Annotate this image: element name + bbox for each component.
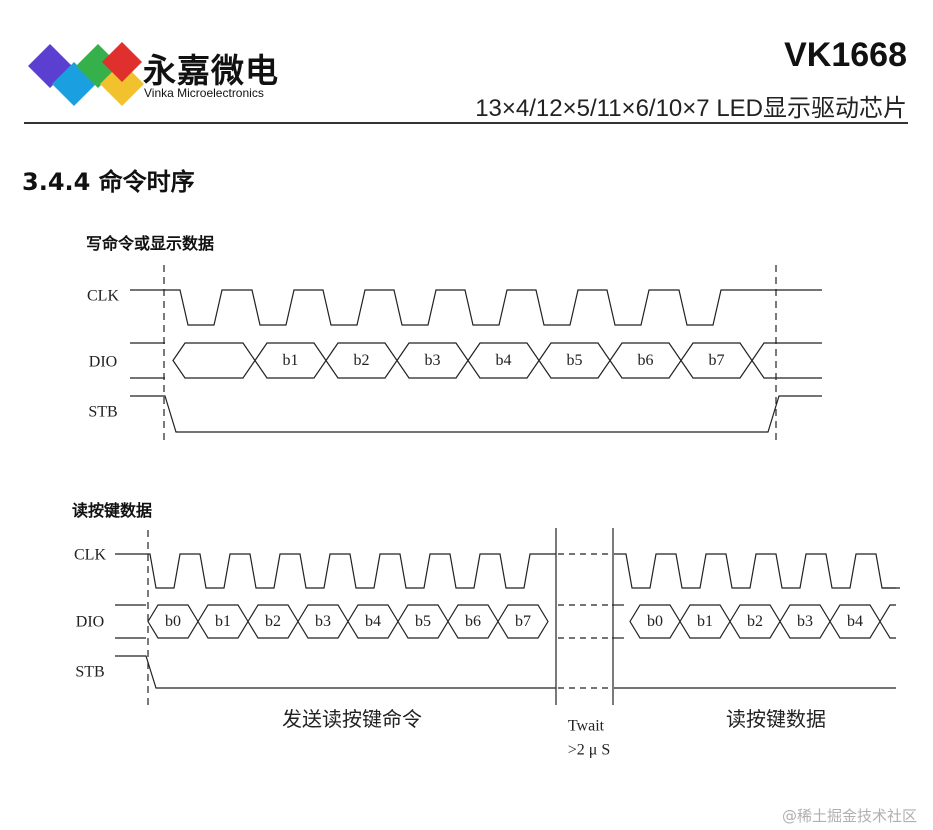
company-name: 永嘉微电 (143, 51, 279, 90)
sig2-label-clk: CLK (74, 547, 106, 564)
dio-bit-b2: b2 (354, 352, 370, 369)
dio-bit-b7: b7 (709, 352, 725, 369)
logo-diamond-yellow (100, 62, 144, 106)
section-title: 3.4.4 命令时序 (22, 168, 195, 196)
stb-waveform (130, 395, 822, 433)
dio-bit-b3: b3 (425, 352, 441, 369)
dio2-left-bit-b5: b5 (415, 613, 431, 630)
sig-label-dio: DIO (89, 354, 117, 371)
vinka-logo (28, 42, 144, 106)
dio2-left-bit-b0: b0 (165, 613, 181, 630)
dio2-left-bit-b3: b3 (315, 613, 331, 630)
dio2-left-bit-b6: b6 (465, 613, 481, 630)
clk2-right-waveform (614, 553, 900, 589)
diagram2: CLK DIO STB b0 b1 b2 b3 b4 b5 b6 b7 b0 b1 b2 b3 b4 发送读按键… (74, 528, 900, 759)
dio2-left-bit-b2: b2 (265, 613, 281, 630)
diagram1: CLK DIO STB b1 b2 b3 b4 b5 b6 b7 (87, 265, 822, 442)
wait-value: >2 μ S (568, 742, 611, 759)
dio2-left-bit-b4: b4 (365, 613, 381, 630)
sig-label-clk: CLK (87, 288, 119, 305)
caption-send-cmd: 发送读按键命令 (282, 708, 422, 731)
sig2-label-dio: DIO (76, 614, 104, 631)
diagram1-title: 写命令或显示数据 (86, 234, 215, 253)
dio-segment-b0 (172, 342, 256, 379)
dio2-right-trail (879, 604, 896, 639)
watermark: @稀土掘金技术社区 (781, 807, 917, 825)
dio-bit-b6: b6 (638, 352, 654, 369)
dio-trail (751, 342, 822, 379)
dio2-right-bit-b4: b4 (847, 613, 863, 630)
dio2-right-bit-b3: b3 (797, 613, 813, 630)
dio-bit-b4: b4 (496, 352, 512, 369)
dio-bit-b1: b1 (283, 352, 299, 369)
dio2-right-bit-b0: b0 (647, 613, 663, 630)
clk2-left-waveform (115, 553, 556, 589)
diagram2-title: 读按键数据 (72, 501, 153, 520)
dio2-left-segment-b7 (497, 604, 549, 639)
dio2-right-bit-b1: b1 (697, 613, 713, 630)
dio-bit-b5: b5 (567, 352, 583, 369)
dio2-left-bit-b1: b1 (215, 613, 231, 630)
dio2-left-bit-b7: b7 (515, 613, 531, 630)
dio2-right-bit-b2: b2 (747, 613, 763, 630)
sig-label-stb: STB (88, 404, 117, 421)
sig2-label-stb: STB (75, 664, 104, 681)
product-subtitle: 13×4/12×5/11×6/10×7 LED显示驱动芯片 (475, 95, 907, 122)
model-number: VK1668 (784, 36, 907, 74)
company-subtitle: Vinka Microelectronics (144, 86, 264, 100)
logo-diamond-red (102, 42, 142, 82)
stb2-left-waveform (115, 655, 556, 689)
header-rule (24, 122, 908, 124)
caption-read-data: 读按键数据 (726, 708, 826, 731)
clk-waveform (130, 289, 822, 326)
wait-label: Twait (568, 718, 605, 735)
